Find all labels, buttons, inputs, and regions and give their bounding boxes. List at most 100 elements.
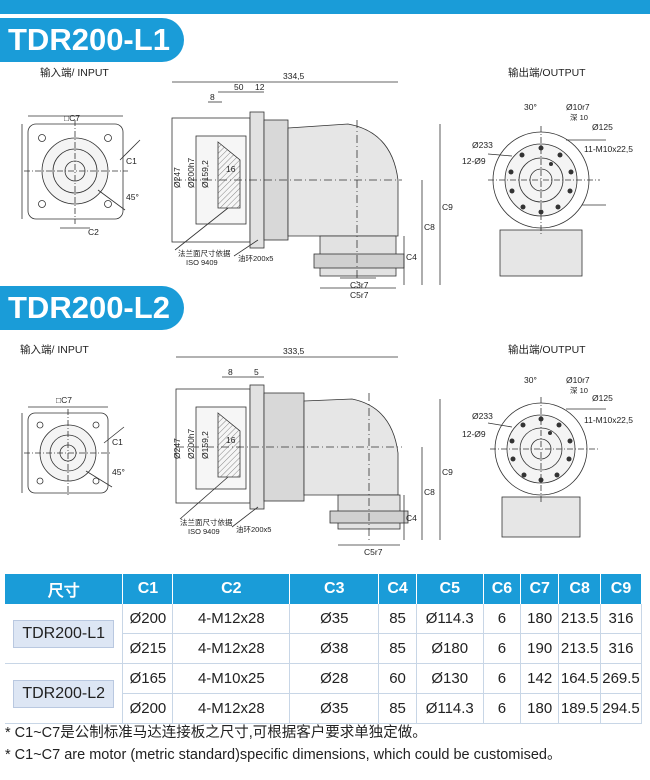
dim-12: 12 (255, 82, 265, 92)
table-cell: Ø114.3 (416, 693, 484, 724)
dim-holes: 12-Ø9 (462, 156, 486, 166)
table-cell: 85 (378, 633, 417, 664)
header-c6: C6 (483, 574, 522, 604)
table-cell: Ø215 (122, 633, 174, 664)
model-cell: TDR200-L2 (5, 663, 124, 724)
table-cell: 190 (520, 633, 560, 664)
dim-phi10: Ø10r7 (566, 102, 590, 112)
dim-50: 50 (234, 82, 244, 92)
dim-c5r7: C5r7 (350, 290, 369, 298)
table-cell: 213.5 (558, 633, 602, 664)
dim-c9: C9 (442, 467, 453, 477)
table-cell: 316 (600, 604, 642, 634)
dim-8: 8 (228, 367, 233, 377)
dim-overall: 334,5 (283, 71, 305, 81)
dim-c7: □C7 (56, 395, 72, 405)
dim-c4: C4 (406, 252, 417, 262)
table-row: TDR200-L2 Ø165 4-M10x25 Ø28 60 Ø130 6 14… (5, 663, 642, 724)
dim-c9: C9 (442, 202, 453, 212)
input-label: 输入端/ INPUT (40, 66, 109, 79)
dim-phi159: Ø159,2 (200, 431, 210, 459)
dim-phi200: Ø200h7 (186, 428, 196, 459)
flange-note: 法兰面尺寸依据 (178, 248, 231, 258)
table-cell: Ø28 (289, 663, 380, 694)
table-cell: 60 (378, 663, 417, 694)
table-cell: Ø165 (122, 663, 174, 694)
header-c3: C3 (289, 574, 380, 604)
dim-thread: 11-M10x22,5 (584, 144, 633, 154)
dim-30: 30° (524, 375, 537, 385)
iso-note: ISO 9409 (186, 258, 218, 267)
dim-phi200: Ø200h7 (186, 157, 196, 188)
header-c2: C2 (172, 574, 291, 604)
dim-holes: 12-Ø9 (462, 429, 486, 439)
model-cell: TDR200-L1 (5, 604, 124, 664)
dim-phi233: Ø233 (472, 411, 493, 421)
table-cell: 4-M12x28 (172, 693, 291, 724)
header-c7: C7 (520, 574, 560, 604)
dim-c4: C4 (406, 513, 417, 523)
table-cell: 142 (520, 663, 560, 694)
table-cell: 4-M12x28 (172, 633, 291, 664)
dim-phi247: Ø247 (172, 167, 182, 188)
output-label: 输出端/OUTPUT (508, 66, 586, 79)
section-title-l1: TDR200-L1 (0, 18, 184, 62)
header-size: 尺寸 (5, 574, 124, 604)
header-c9: C9 (600, 574, 642, 604)
top-accent-bar (0, 0, 650, 14)
table-cell: Ø35 (289, 604, 380, 634)
table-cell: 6 (483, 604, 522, 634)
header-c5: C5 (416, 574, 484, 604)
dim-c1: C1 (126, 156, 137, 166)
section-title-l2: TDR200-L2 (0, 286, 184, 330)
header-c4: C4 (378, 574, 417, 604)
table-cell: 294.5 (600, 693, 642, 724)
ring-note: 油环200x5 (238, 253, 273, 263)
table-cell: 269.5 (600, 663, 642, 694)
model-label: TDR200-L2 (13, 679, 115, 708)
dim-thread: 11-M10x22,5 (584, 415, 633, 425)
output-label: 输出端/OUTPUT (508, 343, 586, 356)
dim-depth: 深 10 (570, 386, 588, 395)
table-cell: 180 (520, 604, 560, 634)
iso-note: ISO 9409 (188, 527, 220, 536)
table-cell: 180 (520, 693, 560, 724)
dim-c1: C1 (112, 437, 123, 447)
dim-phi159: Ø159,2 (200, 160, 210, 188)
dim-phi247: Ø247 (172, 438, 182, 459)
table-cell: Ø200 (122, 693, 174, 724)
model-label: TDR200-L1 (13, 619, 115, 648)
technical-drawing-l1: 输入端/ INPUT 输出端/OUTPUT 334,5 50 12 8 16 □… (21, 66, 633, 300)
table-cell: 4-M12x28 (172, 604, 291, 634)
input-label: 输入端/ INPUT (20, 343, 89, 356)
table-cell: Ø38 (289, 633, 380, 664)
table-cell: 4-M10x25 (172, 663, 291, 694)
note-chinese: * C1~C7是公制标准马达连接板之尺寸,可根据客户要求单独定做。 (5, 725, 427, 741)
footnotes: * C1~C7是公制标准马达连接板之尺寸,可根据客户要求单独定做。 * C1~C… (5, 722, 561, 766)
dim-c5r7: C5r7 (364, 547, 383, 557)
dim-depth: 深 10 (570, 113, 588, 122)
dim-overall: 333,5 (283, 346, 305, 356)
dim-phi125: Ø125 (592, 122, 613, 132)
table-row: TDR200-L1 Ø200 4-M12x28 Ø35 85 Ø114.3 6 … (5, 604, 642, 664)
ring-note: 油环200x5 (236, 524, 271, 534)
table-cell: Ø200 (122, 604, 174, 634)
dim-c8: C8 (424, 487, 435, 497)
table-cell: 316 (600, 633, 642, 664)
table-row: Ø200 4-M12x28 Ø35 85 Ø114.3 6 180 189.5 … (5, 693, 642, 724)
dim-c2: C2 (88, 227, 99, 237)
drawing-l1: 输入端/ INPUT 输出端/OUTPUT 334,5 50 12 8 16 □… (0, 60, 650, 300)
dim-c7: □C7 (64, 113, 80, 123)
dim-phi125: Ø125 (592, 393, 613, 403)
table-cell: Ø35 (289, 693, 380, 724)
table-cell: 189.5 (558, 693, 602, 724)
table-cell: 6 (483, 633, 522, 664)
note-english: * C1~C7 are motor (metric standard)speci… (5, 747, 562, 763)
table-cell: 6 (483, 693, 522, 724)
dim-45: 45° (112, 467, 125, 477)
dim-45: 45° (126, 192, 139, 202)
table-cell: 85 (378, 693, 417, 724)
dim-c3r7: C3r7 (350, 280, 369, 290)
header-c1: C1 (122, 574, 174, 604)
dim-8: 8 (210, 92, 215, 102)
